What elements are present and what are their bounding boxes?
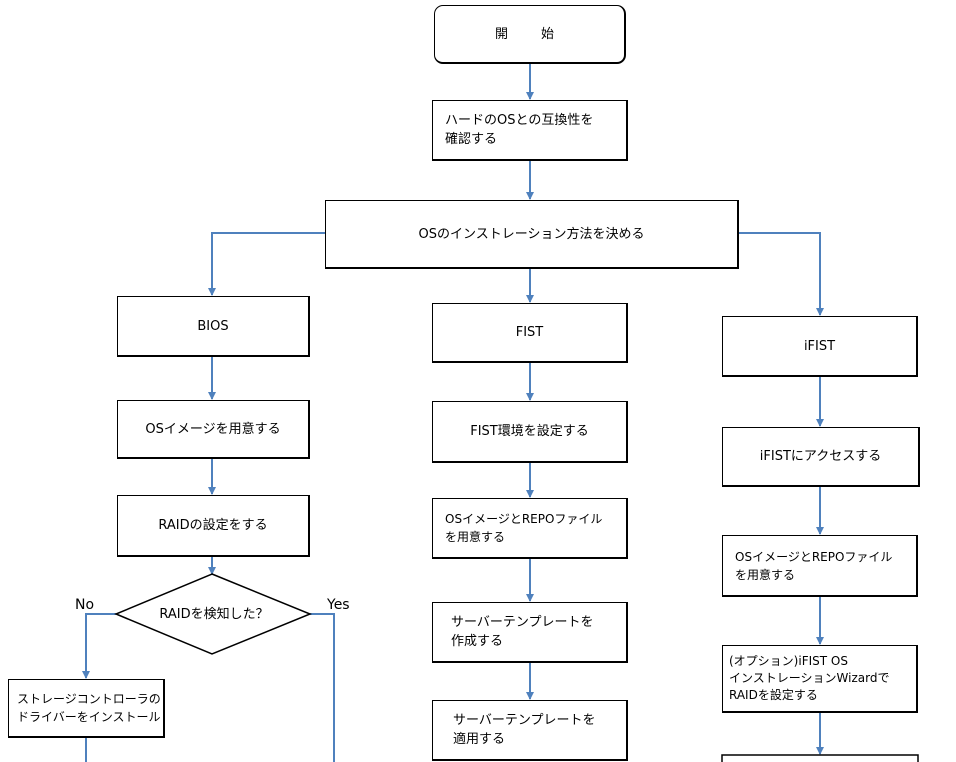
ifist-raid-wizard-node: (オプション)iFIST OS インストレーションWizardで RAIDを設定… — [722, 645, 918, 713]
branch-yes-label: Yes — [327, 597, 350, 613]
fist-apply-template-node: サーバーテンプレートを 適用する — [432, 700, 628, 761]
arrow-decide-to-bios — [208, 232, 326, 296]
decide-install-method-node: OSのインストレーション方法を決める — [325, 200, 739, 269]
storage-driver-node: ストレージコントローラの ドライバーをインストール — [8, 679, 165, 738]
ifist-next-box-partial — [721, 754, 919, 762]
raid-decision-label: RAIDを検知した？ — [159, 607, 269, 622]
bios-prepare-image-node: OSイメージを用意する — [117, 400, 310, 459]
start-node: 開 始 — [434, 5, 626, 64]
check-compatibility-node: ハードのOSとの互換性を 確認する — [432, 100, 628, 161]
branch-no-label: No — [75, 597, 95, 613]
arrow-decision-yes — [310, 613, 335, 762]
arrow-decide-to-ifist — [738, 232, 824, 316]
bios-node: BIOS — [117, 296, 310, 357]
fist-node: FIST — [432, 303, 628, 363]
raid-decision-diamond — [114, 573, 312, 655]
fist-prepare-repo-node: OSイメージとREPOファイル を用意する — [432, 498, 628, 559]
fist-create-template-node: サーバーテンプレートを 作成する — [432, 602, 628, 663]
fist-env-node: FIST環境を設定する — [432, 401, 628, 463]
ifist-access-node: iFISTにアクセスする — [722, 427, 920, 487]
bios-raid-setup-node: RAIDの設定をする — [117, 495, 310, 557]
ifist-node: iFIST — [722, 316, 918, 377]
arrow-decision-no — [82, 613, 116, 679]
ifist-prepare-repo-node: OSイメージとREPOファイル を用意する — [722, 535, 918, 597]
